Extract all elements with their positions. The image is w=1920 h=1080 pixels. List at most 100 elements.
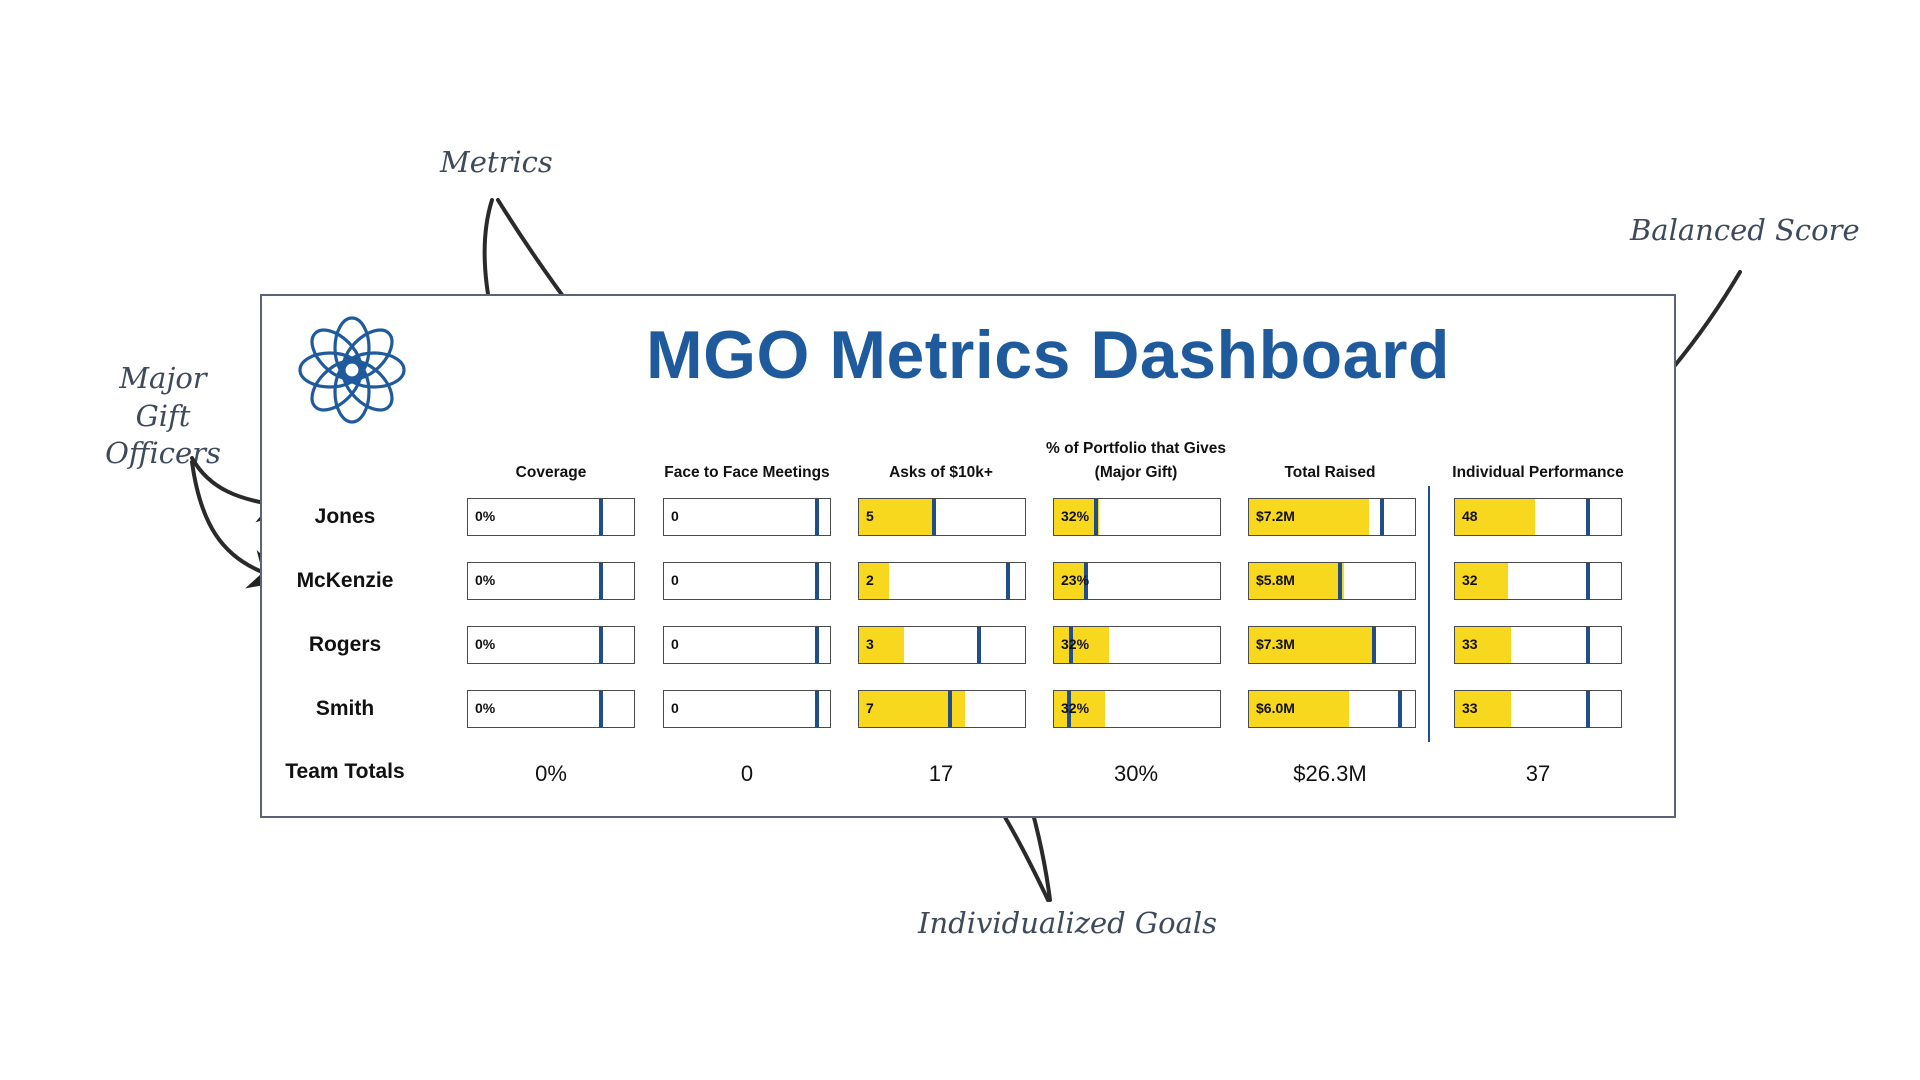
metric-bar: 0% bbox=[467, 498, 635, 536]
metric-bar-fill bbox=[1054, 627, 1109, 663]
metric-value: 7 bbox=[866, 700, 874, 716]
metric-value: 0% bbox=[475, 700, 496, 716]
metric-value: 5 bbox=[866, 508, 874, 524]
team-total-value: 17 bbox=[928, 761, 954, 786]
metric-value: 33 bbox=[1462, 636, 1478, 652]
metric-value: $7.2M bbox=[1256, 508, 1295, 524]
annotation-metrics: Metrics bbox=[440, 145, 553, 179]
metric-bar: 32 bbox=[1454, 562, 1622, 600]
goal-marker bbox=[931, 499, 936, 535]
column-header: Total Raised bbox=[1284, 464, 1376, 481]
goal-marker bbox=[598, 627, 603, 663]
team-total-value: $26.3M bbox=[1293, 761, 1367, 786]
metric-value: 2 bbox=[866, 572, 874, 588]
metric-value: 0 bbox=[671, 508, 679, 524]
metric-bar: $5.8M bbox=[1248, 562, 1416, 600]
performance-divider bbox=[1428, 486, 1430, 742]
metric-bar: 0% bbox=[467, 562, 635, 600]
metric-bar: 0% bbox=[467, 690, 635, 728]
goal-marker bbox=[1398, 691, 1403, 727]
metric-bar: $6.0M bbox=[1248, 690, 1416, 728]
metric-bar: $7.3M bbox=[1248, 626, 1416, 664]
officer-name: Jones bbox=[314, 505, 376, 528]
goal-marker bbox=[814, 499, 819, 535]
metric-value: 0 bbox=[671, 636, 679, 652]
dashboard-panel bbox=[260, 294, 1676, 818]
metric-value: 32% bbox=[1061, 700, 1090, 716]
officer-name: McKenzie bbox=[296, 569, 394, 592]
goal-marker bbox=[976, 627, 981, 663]
metric-bar-fill bbox=[1249, 499, 1369, 535]
metric-value: 0% bbox=[475, 572, 496, 588]
column-header: Coverage bbox=[515, 464, 587, 481]
goal-marker bbox=[814, 627, 819, 663]
goal-marker bbox=[598, 691, 603, 727]
metric-bar: 5 bbox=[858, 498, 1026, 536]
annotation-major-gift-officers: Major Gift Officers bbox=[105, 361, 221, 471]
metric-value: 33 bbox=[1462, 700, 1478, 716]
metric-value: 0% bbox=[475, 508, 496, 524]
metric-bar: 32% bbox=[1053, 690, 1221, 728]
goal-marker bbox=[1585, 499, 1590, 535]
metric-value: $7.3M bbox=[1256, 636, 1295, 652]
metric-bar-fill bbox=[1455, 563, 1509, 599]
metric-bar: 23% bbox=[1053, 562, 1221, 600]
metric-bar: 0% bbox=[467, 626, 635, 664]
metric-bar: 0 bbox=[663, 498, 831, 536]
metric-bar-fill bbox=[1249, 563, 1344, 599]
metric-value: 48 bbox=[1462, 508, 1478, 524]
metric-value: 0 bbox=[671, 572, 679, 588]
goal-marker bbox=[1006, 563, 1011, 599]
goal-marker bbox=[1585, 627, 1590, 663]
column-header: Face to Face Meetings bbox=[664, 464, 830, 481]
metric-bar: 0 bbox=[663, 562, 831, 600]
metric-bar: 3 bbox=[858, 626, 1026, 664]
metric-bar: 0 bbox=[663, 690, 831, 728]
column-header: % of Portfolio that Gives (Major Gift) bbox=[1046, 440, 1226, 481]
annotation-individualized-goals: Individualized Goals bbox=[918, 906, 1218, 940]
logo-petal bbox=[310, 328, 363, 381]
metric-bar-fill bbox=[1054, 563, 1086, 599]
team-total-value: 37 bbox=[1525, 761, 1551, 786]
goal-marker bbox=[814, 691, 819, 727]
metric-bar: 7 bbox=[858, 690, 1026, 728]
metric-bar: 32% bbox=[1053, 626, 1221, 664]
logo-center bbox=[338, 356, 366, 384]
column-header: Asks of $10k+ bbox=[889, 464, 993, 481]
goal-marker bbox=[1379, 499, 1384, 535]
team-total-value: 0% bbox=[535, 761, 567, 786]
metric-bar-fill bbox=[1054, 499, 1099, 535]
officer-name: Smith bbox=[315, 697, 375, 720]
metric-bar-fill bbox=[1455, 627, 1512, 663]
metric-value: 32 bbox=[1462, 572, 1478, 588]
page-title: MGO Metrics Dashboard bbox=[646, 317, 1450, 393]
metric-value: $5.8M bbox=[1256, 572, 1295, 588]
goal-marker bbox=[814, 563, 819, 599]
column-header: Individual Performance bbox=[1452, 464, 1624, 481]
metric-bar-fill bbox=[859, 691, 966, 727]
team-totals-label: Team Totals bbox=[285, 760, 405, 783]
metric-bar: $7.2M bbox=[1248, 498, 1416, 536]
metric-bar-fill bbox=[859, 499, 934, 535]
metric-bar: 48 bbox=[1454, 498, 1622, 536]
goal-marker bbox=[1585, 691, 1590, 727]
metric-value: 32% bbox=[1061, 508, 1090, 524]
goal-marker bbox=[948, 691, 953, 727]
officer-name: Rogers bbox=[308, 633, 382, 656]
metric-value: 0 bbox=[671, 700, 679, 716]
arrow-officers-to-mckenzie bbox=[190, 460, 290, 589]
goal-marker bbox=[1066, 691, 1071, 727]
metric-bar-fill bbox=[1455, 499, 1535, 535]
metric-bar-fill bbox=[1249, 691, 1349, 727]
goal-marker bbox=[1083, 563, 1088, 599]
goal-marker bbox=[598, 563, 603, 599]
metric-bar-fill bbox=[1249, 627, 1376, 663]
metric-bar: 0 bbox=[663, 626, 831, 664]
team-total-value: 0 bbox=[740, 761, 754, 786]
metric-value: 23% bbox=[1061, 572, 1090, 588]
goal-marker bbox=[1093, 499, 1098, 535]
metric-bar: 33 bbox=[1454, 626, 1622, 664]
metric-bar-fill bbox=[859, 563, 889, 599]
metric-bar-fill bbox=[859, 627, 904, 663]
